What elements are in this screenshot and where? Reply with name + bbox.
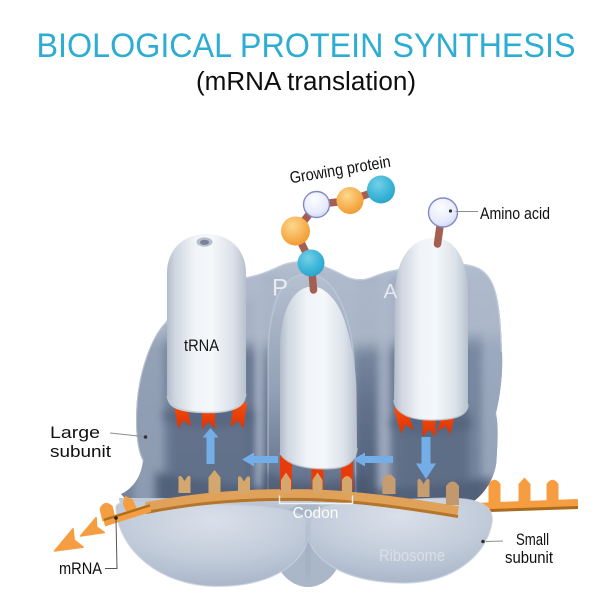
svg-text:Codon: Codon [293, 505, 339, 522]
svg-text:mRNA: mRNA [59, 559, 103, 578]
svg-text:Ribosome: Ribosome [379, 547, 445, 565]
svg-text:Amino acid: Amino acid [480, 205, 550, 223]
svg-text:BIOLOGICAL PROTEIN SYNTHESIS: BIOLOGICAL PROTEIN SYNTHESIS [37, 27, 576, 65]
svg-text:A: A [384, 280, 398, 303]
svg-text:subunit: subunit [505, 548, 553, 567]
svg-text:(mRNA translation): (mRNA translation) [196, 68, 416, 96]
svg-text:P: P [272, 275, 288, 302]
svg-text:tRNA: tRNA [184, 337, 219, 355]
svg-text:subunit: subunit [50, 442, 111, 461]
svg-text:Large: Large [50, 423, 100, 442]
svg-text:Small: Small [516, 530, 549, 549]
